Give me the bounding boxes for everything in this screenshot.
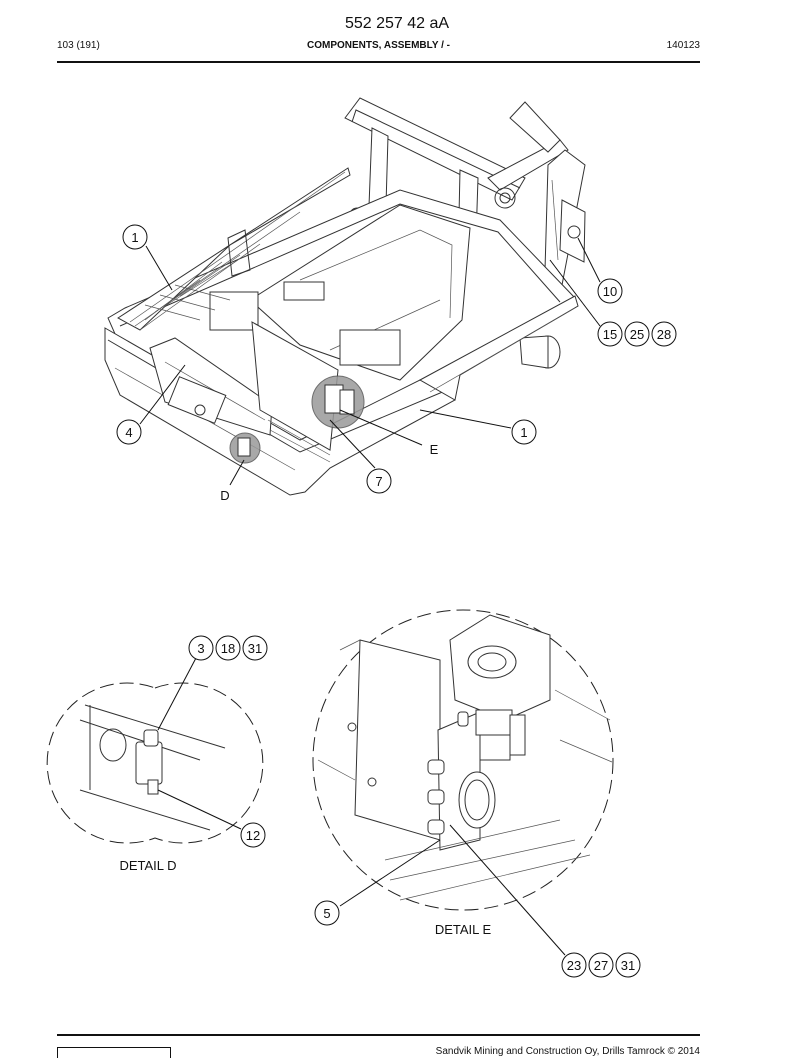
callout-31-detail-d: 31: [242, 635, 268, 661]
detail-d-caption: DETAIL D: [119, 858, 176, 873]
svg-text:23: 23: [567, 958, 581, 973]
callout-10: 10: [597, 278, 623, 304]
svg-text:4: 4: [125, 425, 132, 440]
callout-12: 12: [240, 822, 266, 848]
callout-23: 23: [561, 952, 587, 978]
callout-18: 18: [215, 635, 241, 661]
callout-7: 7: [366, 468, 392, 494]
callout-5: 5: [314, 900, 340, 926]
callout-1-panel: 1: [511, 419, 537, 445]
main-assembly-illustration: [104, 97, 586, 496]
document-number: 552 257 42 aA: [344, 15, 450, 32]
callout-15: 15: [597, 321, 623, 347]
callout-3: 3: [188, 635, 214, 661]
svg-text:31: 31: [621, 958, 635, 973]
view-label-d: D: [220, 488, 229, 503]
svg-text:25: 25: [630, 327, 644, 342]
svg-text:15: 15: [603, 327, 617, 342]
svg-text:12: 12: [246, 828, 260, 843]
callout-25: 25: [624, 321, 650, 347]
callout-31-detail-e: 31: [615, 952, 641, 978]
svg-text:31: 31: [248, 641, 262, 656]
callout-28: 28: [651, 321, 677, 347]
callout-1-screen: 1: [122, 224, 148, 250]
view-label-e: E: [430, 442, 439, 457]
revision-code: 140123: [666, 40, 700, 51]
svg-text:27: 27: [594, 958, 608, 973]
svg-text:1: 1: [131, 230, 138, 245]
footer-rule: [57, 1034, 700, 1036]
svg-text:18: 18: [221, 641, 235, 656]
svg-text:3: 3: [197, 641, 204, 656]
section-title: COMPONENTS, ASSEMBLY / -: [307, 40, 450, 51]
svg-text:5: 5: [323, 906, 330, 921]
detail-e-caption: DETAIL E: [435, 922, 492, 937]
main-leader-lines: [139, 237, 601, 486]
detail-e-illustration: [312, 609, 614, 956]
svg-text:28: 28: [657, 327, 671, 342]
svg-text:7: 7: [375, 474, 382, 489]
header-rule: [57, 61, 700, 63]
callout-27: 27: [588, 952, 614, 978]
callout-4: 4: [116, 419, 142, 445]
svg-text:1: 1: [520, 425, 527, 440]
detail-d-illustration: [46, 657, 264, 844]
footer-copyright: Sandvik Mining and Construction Oy, Dril…: [435, 1046, 700, 1057]
svg-text:10: 10: [603, 284, 617, 299]
page-number: 103 (191): [57, 40, 100, 51]
